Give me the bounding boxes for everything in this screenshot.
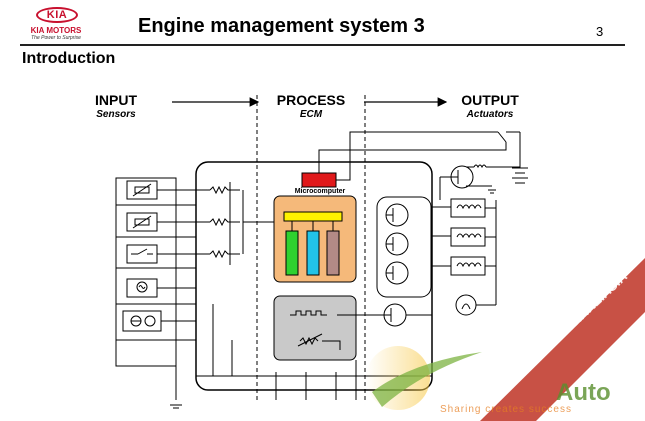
kia-logo — [36, 7, 78, 23]
page-title: Engine management system 3 — [138, 15, 425, 37]
section-heading: Introduction — [22, 50, 116, 67]
input-column-title: INPUT — [95, 92, 137, 108]
cpu-chip-cyan — [306, 230, 320, 276]
title-divider — [20, 44, 625, 46]
kia-logo-word: KIA — [46, 9, 68, 21]
watermark-slogan: Sharing creates success — [440, 404, 572, 415]
output-driver-group — [376, 196, 432, 298]
ecm-housing — [195, 161, 433, 391]
driver-panel — [273, 295, 357, 361]
output-column-subtitle: Actuators — [466, 109, 514, 120]
input-column-subtitle: Sensors — [96, 109, 136, 120]
process-column-subtitle: ECM — [299, 109, 323, 120]
cpu-chip-green — [285, 230, 299, 276]
sensor-bus-box — [115, 177, 177, 367]
page-number: 3 — [596, 24, 604, 39]
process-column-title: PROCESS — [276, 92, 346, 108]
watermark-swoosh — [372, 352, 482, 407]
kia-tagline: The Power to Surprise — [31, 35, 81, 41]
watermark-brand: Auto — [556, 379, 611, 406]
cpu-chip-mauve — [326, 230, 340, 276]
output-column-title: OUTPUT — [461, 92, 519, 108]
kia-brand-name: KIA MOTORS — [30, 26, 82, 35]
microcomputer-label: Microcomputer — [294, 188, 346, 195]
watermark-banner — [480, 258, 645, 421]
